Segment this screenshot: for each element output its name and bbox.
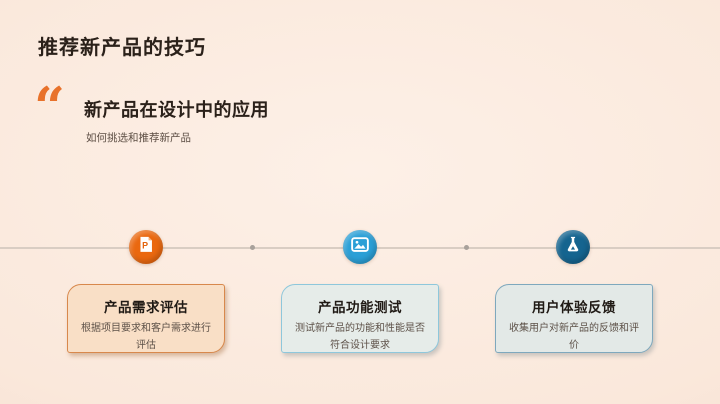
page-title: 推荐新产品的技巧 (38, 37, 206, 59)
step-card-user-feedback: 用户体验反馈 收集用户对新产品的反馈和评价 (495, 284, 653, 353)
card-body: 测试新产品的功能和性能是否符合设计要求 (295, 323, 425, 351)
step-card-function-test: 产品功能测试 测试新产品的功能和性能是否符合设计要求 (281, 284, 439, 353)
step-card-product-demand: 产品需求评估 根据项目要求和客户需求进行评估 (67, 284, 225, 353)
powerpoint-file-icon: P (139, 236, 153, 258)
svg-text:P: P (142, 240, 148, 250)
quote-subheading: 如何挑选和推荐新产品 (86, 132, 191, 144)
card-title: 产品功能测试 (318, 300, 402, 315)
timeline-node-2 (343, 230, 377, 264)
flask-icon (565, 236, 581, 258)
card-title: 用户体验反馈 (532, 300, 616, 315)
timeline-dot (464, 245, 469, 250)
quote-heading: 新产品在设计中的应用 (84, 100, 269, 120)
card-title: 产品需求评估 (104, 300, 188, 315)
quote-icon: “ (34, 75, 66, 139)
timeline-node-1: P (129, 230, 163, 264)
card-body: 根据项目要求和客户需求进行评估 (81, 323, 211, 351)
timeline-dot (250, 245, 255, 250)
card-body: 收集用户对新产品的反馈和评价 (509, 323, 639, 351)
timeline-node-3 (556, 230, 590, 264)
image-icon (351, 237, 369, 257)
